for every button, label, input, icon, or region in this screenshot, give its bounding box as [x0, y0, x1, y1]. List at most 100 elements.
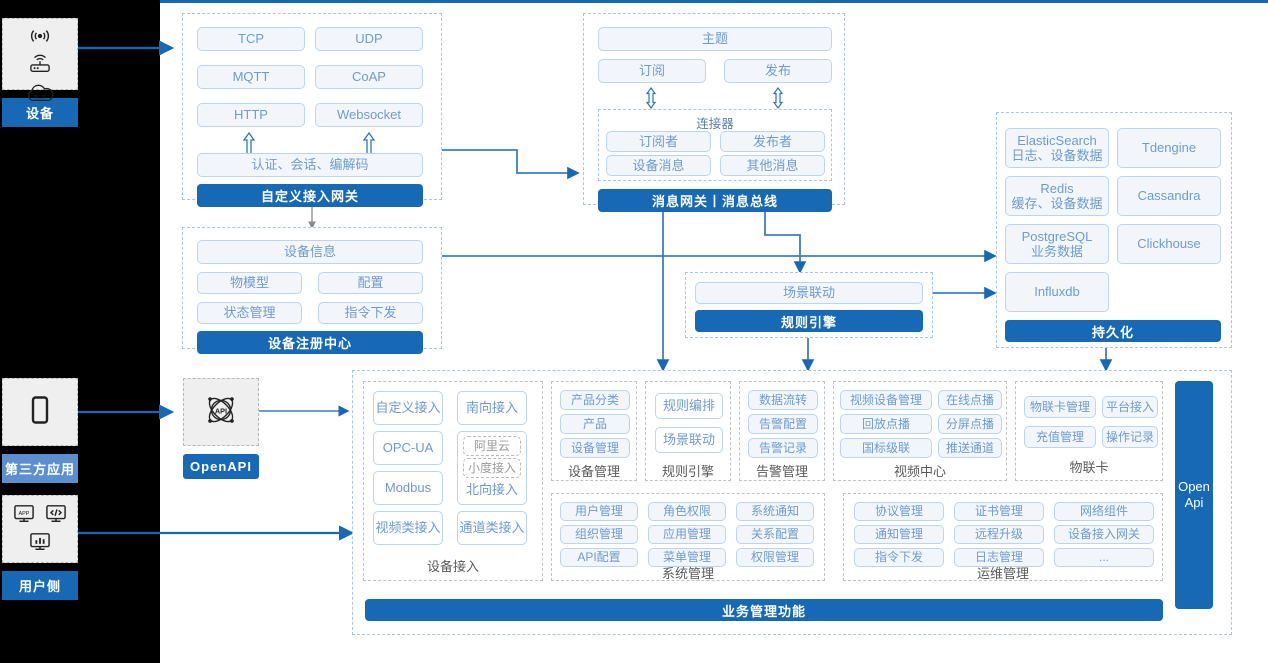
- caption-device-access: 设备接入: [426, 559, 479, 574]
- chip-device-info[interactable]: 设备信息: [197, 240, 423, 264]
- chip-coap[interactable]: CoAP: [315, 65, 423, 89]
- chip-cassandra[interactable]: Cassandra: [1117, 176, 1221, 216]
- signal-icon: [29, 27, 51, 50]
- entity-third-party-app: 第三方应用: [2, 378, 78, 483]
- entity-device: 第三方 设备: [2, 18, 78, 127]
- chip-rule-orchestration[interactable]: 规则编排: [655, 393, 723, 419]
- chip-opc-ua[interactable]: OPC-UA: [373, 431, 443, 465]
- chip-split-screen-vod[interactable]: 分屏点播: [938, 414, 1002, 434]
- chip-app-mgmt[interactable]: 应用管理: [648, 525, 726, 544]
- chip-relation-cfg[interactable]: 关系配置: [736, 525, 814, 544]
- chip-user-mgmt[interactable]: 用户管理: [560, 502, 638, 521]
- custom-access-gateway-bar[interactable]: 自定义接入网关: [197, 184, 423, 207]
- chip-influxdb[interactable]: Influxdb: [1005, 272, 1109, 312]
- chip-menu-mgmt[interactable]: 菜单管理: [648, 548, 726, 567]
- chip-subscribe[interactable]: 订阅: [598, 59, 706, 83]
- chip-network-comp[interactable]: 网络组件: [1054, 502, 1154, 521]
- device-registry-bar[interactable]: 设备注册中心: [197, 331, 423, 354]
- device-registry-group: 设备信息 物模型 配置 状态管理 指令下发 设备注册中心: [182, 227, 442, 354]
- openapi-tag: OpenAPI: [183, 454, 259, 479]
- chip-role-perm[interactable]: 角色权限: [648, 502, 726, 521]
- panel-rule-engine: 规则编排 场景联动 规则引擎: [645, 381, 731, 481]
- chip-sys-notice[interactable]: 系统通知: [736, 502, 814, 521]
- chip-scenario-linkage[interactable]: 场景联动: [695, 282, 923, 304]
- chip-remote-upgrade[interactable]: 远程升级: [954, 525, 1044, 544]
- chip-modbus[interactable]: Modbus: [373, 471, 443, 505]
- caption-ops-management: 运维管理: [976, 566, 1029, 581]
- chip-websocket[interactable]: Websocket: [315, 103, 423, 127]
- message-gateway-group: 主题 订阅 发布 连接器 订阅者 发布者 设备消息 其他消息 消息网关丨消息总线: [583, 13, 845, 212]
- rule-engine-group: 场景联动 规则引擎: [685, 272, 933, 338]
- chip-push-channel[interactable]: 推送通道: [938, 438, 1002, 458]
- chip-iot-card-mgmt[interactable]: 物联卡管理: [1024, 396, 1096, 418]
- chip-operation-record[interactable]: 操作记录: [1102, 426, 1158, 448]
- chip-cert-mgmt[interactable]: 证书管理: [954, 502, 1044, 521]
- chip-publish[interactable]: 发布: [724, 59, 832, 83]
- chip-tdengine[interactable]: Tdengine: [1117, 128, 1221, 168]
- chip-api-cfg[interactable]: API配置: [560, 548, 638, 567]
- chip-log-mgmt[interactable]: 日志管理: [954, 548, 1044, 567]
- chip-scenario-link[interactable]: 场景联动: [655, 427, 723, 453]
- chip-data-flow[interactable]: 数据流转: [748, 390, 818, 410]
- chip-northbound-label: 北向接入: [465, 482, 518, 497]
- chip-other-message[interactable]: 其他消息: [720, 155, 825, 176]
- entity-user-side: APP 用户侧: [2, 495, 78, 600]
- panel-ops-management: 协议管理 证书管理 网络组件 通知管理 远程升级 设备接入网关 指令下发 日志管…: [843, 493, 1163, 581]
- chip-custom-access[interactable]: 自定义接入: [373, 391, 443, 425]
- chip-config[interactable]: 配置: [318, 272, 423, 294]
- chip-southbound[interactable]: 南向接入: [457, 391, 527, 425]
- chip-online-vod[interactable]: 在线点播: [938, 390, 1002, 410]
- chip-subscriber[interactable]: 订阅者: [606, 131, 711, 152]
- chip-product[interactable]: 产品: [560, 414, 630, 434]
- chip-thing-model[interactable]: 物模型: [197, 272, 302, 294]
- chart-window-icon: [29, 532, 51, 557]
- msg-double-arrow-right-icon: [771, 86, 785, 114]
- open-api-vertical-bar[interactable]: Open Api: [1175, 381, 1213, 609]
- user-side-icon-box: APP: [2, 495, 78, 563]
- chip-alarm-record[interactable]: 告警记录: [748, 438, 818, 458]
- chip-topic[interactable]: 主题: [598, 27, 832, 51]
- chip-device-gateway[interactable]: 设备接入网关: [1054, 525, 1154, 544]
- chip-perm-mgmt[interactable]: 权限管理: [736, 548, 814, 567]
- business-management-bar[interactable]: 业务管理功能: [365, 599, 1163, 621]
- business-group: 自定义接入 南向接入 OPC-UA Modbus 视频类接入 通道类接入 阿里云…: [352, 370, 1232, 635]
- chip-http[interactable]: HTTP: [197, 103, 305, 127]
- chip-command-issue[interactable]: 指令下发: [318, 302, 423, 324]
- chip-channel-access[interactable]: 通道类接入: [457, 511, 527, 545]
- message-gateway-bar[interactable]: 消息网关丨消息总线: [598, 189, 832, 212]
- chip-udp[interactable]: UDP: [315, 27, 423, 51]
- chip-platform-access[interactable]: 平台接入: [1102, 396, 1158, 418]
- chip-more[interactable]: ...: [1054, 548, 1154, 567]
- app-window-icon: APP: [13, 504, 35, 529]
- chip-alarm-config[interactable]: 告警配置: [748, 414, 818, 434]
- entity-openapi: API OpenAPI: [183, 378, 259, 479]
- chip-clickhouse[interactable]: Clickhouse: [1117, 224, 1221, 264]
- chip-protocol-mgmt[interactable]: 协议管理: [854, 502, 944, 521]
- chip-product-category[interactable]: 产品分类: [560, 390, 630, 410]
- chip-gb-cascade[interactable]: 国标级联: [840, 438, 932, 458]
- chip-state-mgmt[interactable]: 状态管理: [197, 302, 302, 324]
- chip-recharge-mgmt[interactable]: 充值管理: [1024, 426, 1096, 448]
- svg-text:APP: APP: [19, 511, 30, 517]
- persistence-bar[interactable]: 持久化: [1005, 320, 1221, 342]
- chip-cmd-issue[interactable]: 指令下发: [854, 548, 944, 567]
- chip-auth-session-codec[interactable]: 认证、会话、编解码: [197, 153, 423, 177]
- chip-device-mgmt[interactable]: 设备管理: [560, 438, 630, 458]
- rule-engine-bar[interactable]: 规则引擎: [695, 310, 923, 332]
- chip-xiaodu[interactable]: 小度接入: [463, 458, 521, 478]
- chip-playback-vod[interactable]: 回放点播: [840, 414, 932, 434]
- chip-publisher[interactable]: 发布者: [720, 131, 825, 152]
- chip-tcp[interactable]: TCP: [197, 27, 305, 51]
- chip-notice-mgmt[interactable]: 通知管理: [854, 525, 944, 544]
- chip-northbound-access[interactable]: 阿里云 小度接入 北向接入: [457, 431, 527, 505]
- chip-mqtt[interactable]: MQTT: [197, 65, 305, 89]
- chip-video-access[interactable]: 视频类接入: [373, 511, 443, 545]
- chip-device-message[interactable]: 设备消息: [606, 155, 711, 176]
- chip-aliyun[interactable]: 阿里云: [463, 436, 521, 456]
- chip-org-mgmt[interactable]: 组织管理: [560, 525, 638, 544]
- chip-video-device-mgmt[interactable]: 视频设备管理: [840, 390, 932, 410]
